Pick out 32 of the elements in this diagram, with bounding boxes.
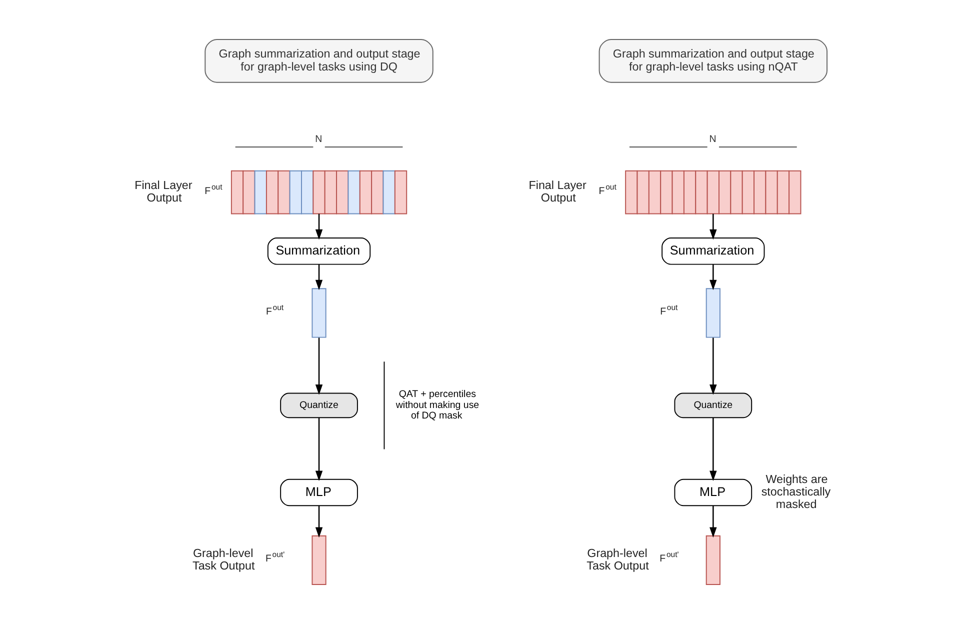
node-label: F$^{out}$ [660, 302, 678, 318]
arrow [710, 264, 717, 290]
arrow [315, 338, 323, 395]
arrow [710, 338, 717, 395]
node-label: Graph-level Task Output [586, 546, 649, 573]
arrow [315, 264, 323, 290]
label: QAT + percentiles without making use of DQ mask [396, 389, 480, 422]
node-label: F$^{out}$ [266, 302, 284, 318]
node-box: Quantize [674, 392, 752, 418]
node-box: Quantize [280, 392, 358, 418]
arrow [710, 214, 717, 240]
node-box: MLP [280, 478, 358, 506]
arrow [710, 506, 717, 538]
node-label: N [315, 134, 322, 146]
node-label: F$^{out'}$ [265, 550, 285, 565]
arrow [315, 214, 323, 240]
node-box: MLP [674, 478, 752, 506]
node-label: F$^{out'}$ [660, 550, 679, 565]
node-label: F$^{out}$ [204, 182, 222, 197]
node-label: F$^{out}$ [598, 182, 616, 197]
arrow [315, 506, 323, 538]
arrow [315, 418, 323, 482]
node-label: Graph-level Task Output [192, 546, 255, 573]
node-label: Final Layer Output [528, 178, 586, 205]
node-box: Summarization [267, 238, 371, 265]
node-label: Weights are stochastically masked [761, 472, 831, 512]
node-box: Graph summarization and output stage for graph-level tasks using DQ [204, 39, 434, 83]
node-box: Summarization [662, 238, 765, 265]
node-label: Final Layer Output [134, 178, 192, 205]
arrow [710, 418, 717, 482]
node-box: Graph summarization and output stage for graph-level tasks using nQAT [598, 39, 828, 83]
node-label: N [709, 134, 716, 146]
